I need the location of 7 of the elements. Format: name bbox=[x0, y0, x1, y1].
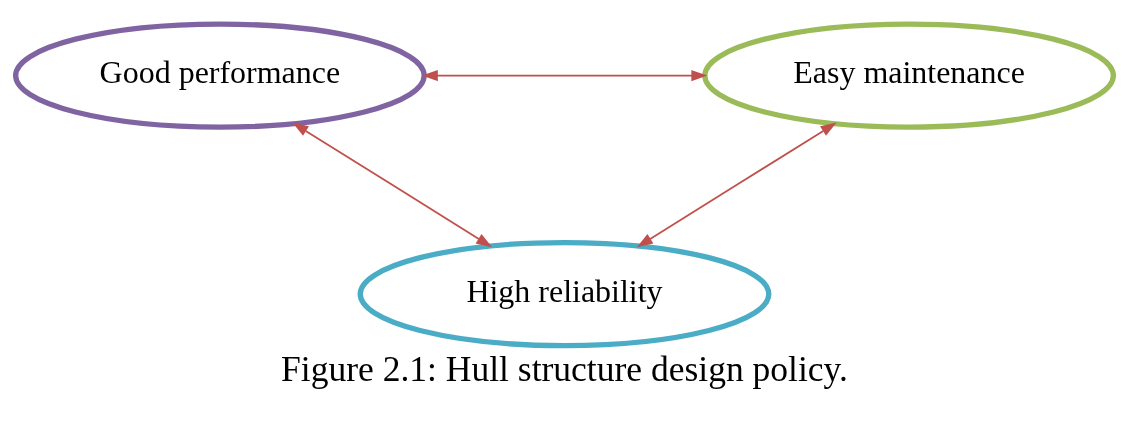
node-ellipse: High reliability bbox=[357, 239, 772, 348]
arrow bbox=[421, 69, 708, 81]
node-ellipse: Good performance bbox=[12, 20, 427, 130]
arrow bbox=[292, 122, 493, 247]
node-ellipse: Easy maintenance bbox=[702, 20, 1117, 130]
arrow bbox=[636, 122, 837, 247]
caption: Figure 2.1: Hull structure design policy. bbox=[281, 348, 848, 389]
